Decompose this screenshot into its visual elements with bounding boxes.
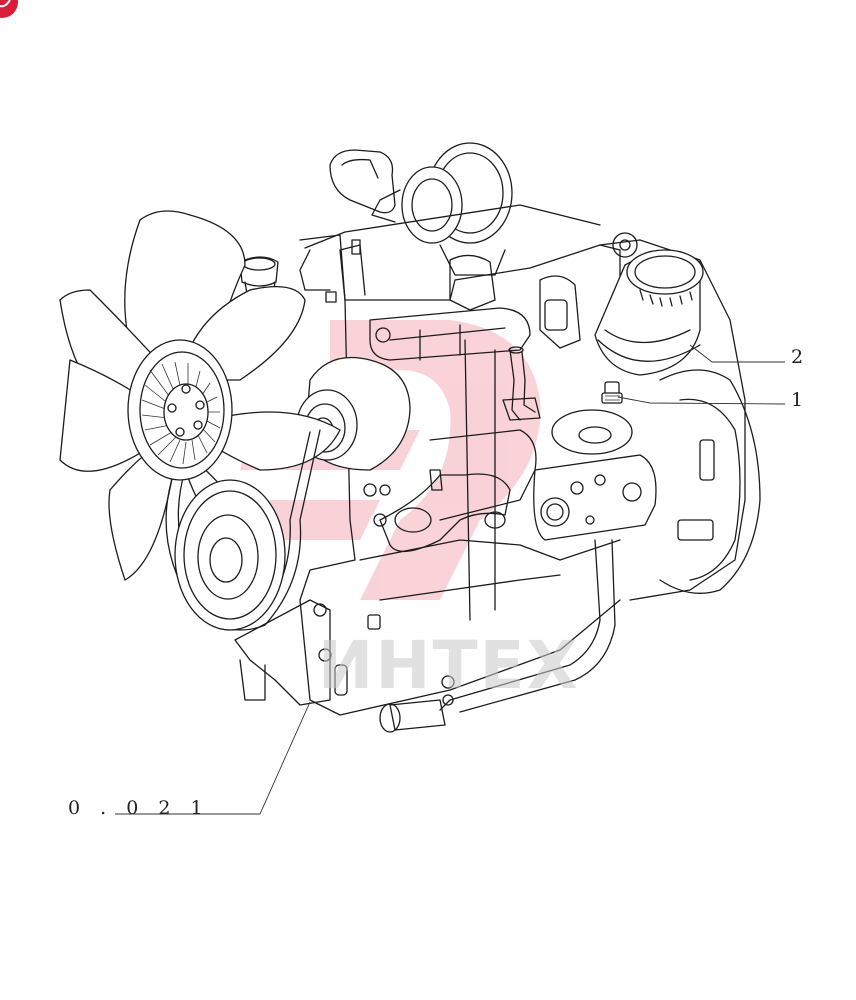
- leader-lines: [115, 344, 786, 815]
- reference-number: 0 . 0 2 1: [68, 797, 210, 819]
- engine-drawing: [59, 142, 761, 733]
- intake-manifold: [369, 307, 531, 361]
- oil-cooler: [533, 409, 657, 541]
- callout-label-1: 1: [791, 389, 803, 411]
- leader-line-1: [617, 396, 786, 405]
- flywheel-housing: [612, 232, 761, 594]
- turbocharger: [329, 142, 513, 276]
- cylinder-head: [299, 204, 621, 349]
- oil-filter: [594, 249, 704, 376]
- leader-line-2: [689, 344, 785, 363]
- drive-belt: [165, 429, 321, 631]
- watermark-text: ИНТЕХ: [318, 627, 579, 704]
- brand-badge-icon: [0, 0, 18, 18]
- coolant-pipe: [379, 469, 511, 552]
- fan-pulley: [127, 339, 233, 481]
- oil-return-pipe: [379, 539, 616, 733]
- dipstick-tube: [502, 346, 541, 421]
- pressure-switch: [601, 381, 623, 404]
- leader-line-ref: [115, 701, 311, 815]
- callout-label-2: 2: [791, 346, 803, 368]
- engine-mount: [234, 599, 381, 706]
